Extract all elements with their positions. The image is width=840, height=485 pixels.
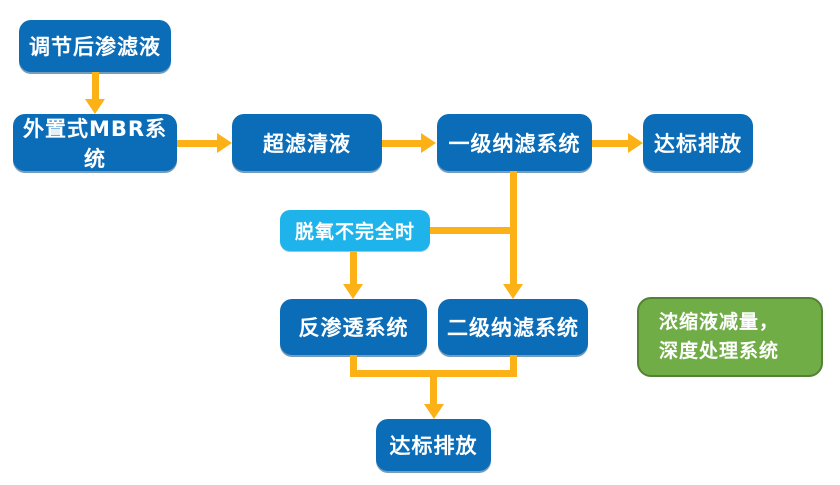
arrow-leachate-to-mbr-shaft: [92, 72, 99, 100]
node-label: 脱氧不完全时: [294, 221, 415, 243]
node-concentrate-reduction-note: 浓缩液减量， 深度处理系统: [637, 297, 823, 377]
node-external-mbr-system: 外置式MBR系统: [13, 114, 177, 171]
arrow-uf-to-nf1-shaft: [382, 140, 422, 147]
arrow-merge-to-discharge-head: [424, 404, 444, 419]
note-line-2: 深度处理系统: [659, 340, 780, 362]
node-nf-stage2-system: 二级纳滤系统: [438, 299, 588, 355]
node-uf-clear-liquid: 超滤清液: [232, 114, 382, 171]
node-discharge-bottom: 达标排放: [376, 419, 491, 471]
arrow-nf1-to-discharge-shaft: [592, 140, 629, 147]
node-adjusted-leachate: 调节后渗滤液: [19, 20, 171, 72]
arrow-mbr-to-uf-shaft: [177, 140, 218, 147]
node-label: 外置式MBR系统: [22, 116, 168, 171]
node-label: 达标排放: [654, 131, 742, 156]
node-label: 达标排放: [389, 434, 478, 458]
arrow-uf-to-nf1-head: [421, 133, 436, 153]
arrow-mbr-to-uf-head: [217, 133, 232, 153]
arrow-condition-to-ro-head: [343, 284, 363, 299]
line-ro-down: [350, 355, 357, 377]
node-label: 反渗透系统: [298, 316, 409, 340]
node-label: 二级纳滤系统: [447, 316, 579, 340]
node-deoxygenation-incomplete: 脱氧不完全时: [280, 210, 430, 251]
node-label: 一级纳滤系统: [448, 131, 581, 156]
node-discharge-top: 达标排放: [643, 114, 753, 171]
node-ro-system: 反渗透系统: [280, 299, 427, 355]
arrow-leachate-to-mbr-head: [85, 99, 105, 114]
arrow-condition-to-ro-shaft: [350, 251, 357, 285]
arrow-nf1-to-nf2-head: [503, 284, 523, 299]
arrow-nf1-to-discharge-head: [628, 133, 643, 153]
arrow-merge-to-discharge-shaft: [430, 370, 437, 405]
node-nf-stage1-system: 一级纳滤系统: [437, 114, 592, 171]
line-nf2-down: [510, 355, 517, 377]
note-line-1: 浓缩液减量，: [659, 310, 780, 333]
node-label: 浓缩液减量， 深度处理系统: [659, 308, 779, 367]
node-label: 调节后渗滤液: [29, 35, 161, 59]
line-condition-to-nf2-branch: [430, 227, 517, 234]
node-label: 超滤清液: [263, 131, 351, 156]
